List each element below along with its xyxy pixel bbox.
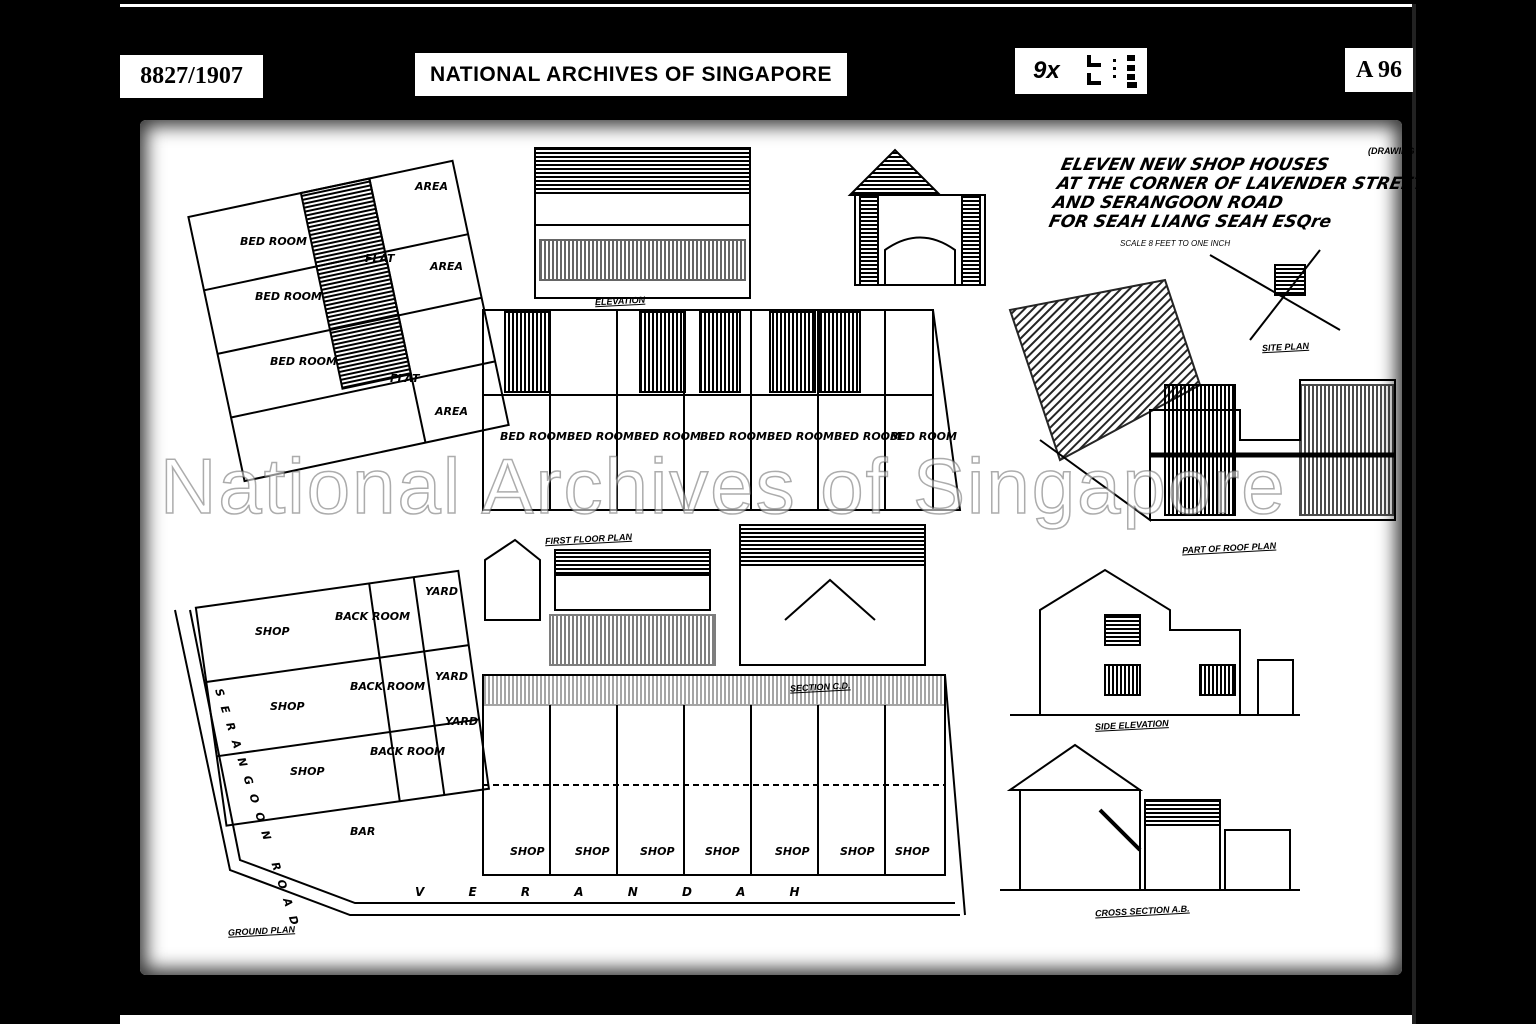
reference-number-label: 8827/1907	[120, 55, 263, 98]
verandah-label: V E R A N D A H	[415, 885, 820, 899]
room-label: SHOP	[705, 845, 740, 858]
room-label: AREA	[429, 260, 463, 273]
section-details	[484, 524, 926, 666]
room-label: BACK ROOM	[335, 610, 410, 623]
scale-note: SCALE 8 FEET TO ONE INCH	[1120, 239, 1231, 248]
room-label: SHOP	[775, 845, 810, 858]
room-label: YARD	[435, 670, 468, 683]
room-label: SHOP	[895, 845, 930, 858]
room-label: BED ROOM	[767, 430, 834, 443]
end-elevation	[847, 148, 986, 286]
sheet-code-label: A 96	[1345, 48, 1413, 92]
frame-top-edge	[120, 4, 1412, 7]
room-label: BED ROOM	[270, 355, 337, 368]
room-label: SHOP	[270, 700, 305, 713]
room-label: SHOP	[290, 765, 325, 778]
room-label: AREA	[414, 180, 448, 193]
drawing-title: ELEVEN NEW SHOP HOUSES AT THE CORNER OF …	[1046, 155, 1431, 232]
room-label: YARD	[445, 715, 478, 728]
room-label: BACK ROOM	[370, 745, 445, 758]
room-label: BED ROOM	[567, 430, 634, 443]
first-floor-plan-corner	[187, 159, 510, 483]
title-line: ELEVEN NEW SHOP HOUSES	[1059, 155, 1331, 175]
title-line: FOR SEAH LIANG SEAH ESQre	[1046, 212, 1334, 232]
watermark: National Archives of Singapore	[159, 442, 1287, 530]
room-label: BED ROOM	[634, 430, 701, 443]
reduction-value: 9x	[1033, 57, 1060, 84]
room-label: BACK ROOM	[350, 680, 425, 693]
room-label: BED ROOM	[834, 430, 901, 443]
room-label: SHOP	[840, 845, 875, 858]
room-label: BAR	[350, 825, 375, 838]
first-floor-plan	[482, 309, 962, 511]
title-line: AND SERANGOON ROAD	[1050, 193, 1285, 213]
room-label: AREA	[434, 405, 468, 418]
room-label: BED ROOM	[255, 290, 322, 303]
frame-bottom-edge	[120, 1015, 1412, 1024]
room-label: SHOP	[575, 845, 610, 858]
room-label: YARD	[425, 585, 458, 598]
room-label: BED ROOM	[700, 430, 767, 443]
room-label: BED ROOM	[240, 235, 307, 248]
room-label: SHOP	[640, 845, 675, 858]
ground-plan	[174, 569, 966, 916]
drawing-number: (DRAWING NO1)	[1368, 146, 1439, 156]
room-label: SHOP	[255, 625, 290, 638]
side-elevation	[1010, 568, 1300, 716]
title-line: AT THE CORNER OF LAVENDER STREET	[1055, 174, 1427, 194]
room-label: SHOP	[510, 845, 545, 858]
cross-section	[1000, 743, 1300, 891]
room-label: FLAT	[390, 372, 421, 385]
road-label: SERANGOON ROAD	[212, 687, 304, 936]
roof-plan	[1008, 278, 1396, 522]
microfilm-scale-icon	[1087, 55, 1137, 88]
room-label: BED ROOM	[500, 430, 567, 443]
front-elevation	[534, 147, 751, 299]
site-plan	[1209, 249, 1341, 341]
room-label: BED ROOM	[890, 430, 957, 443]
archive-name-label: NATIONAL ARCHIVES OF SINGAPORE	[415, 53, 847, 96]
reduction-label: 9x	[1015, 48, 1147, 94]
room-label: FLAT	[365, 252, 396, 265]
frame-right-edge	[1412, 4, 1416, 1024]
